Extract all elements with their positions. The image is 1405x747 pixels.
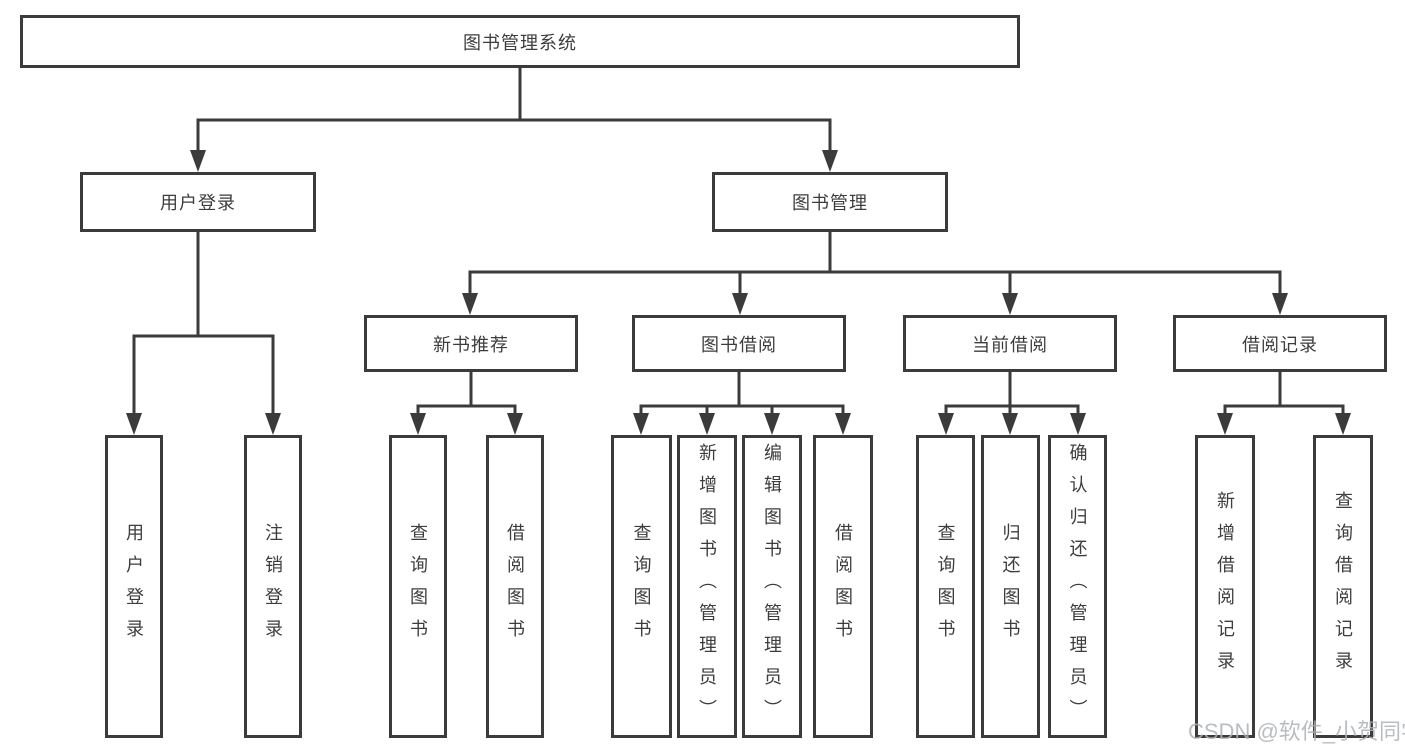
arrowhead-icon — [462, 293, 478, 315]
arrowhead-icon — [764, 413, 780, 435]
leaf-records-query-record: 查询借阅记录 — [1313, 435, 1373, 738]
leaf-user-login: 用户登录 — [105, 435, 163, 738]
node-new-books-label: 新书推荐 — [433, 334, 509, 355]
arrowhead-icon — [835, 413, 851, 435]
arrowhead-icon — [1070, 413, 1086, 435]
arrowhead-icon — [190, 150, 206, 172]
node-root: 图书管理系统 — [20, 15, 1020, 68]
node-borrow-label: 图书借阅 — [701, 334, 777, 355]
leaf-borrow-add-books-admin: 新增图书（管理员） — [677, 435, 737, 738]
arrowhead-icon — [410, 413, 426, 435]
node-current-label: 当前借阅 — [972, 334, 1048, 355]
leaf-current-confirm-return-admin: 确认归还（管理员） — [1048, 435, 1107, 738]
arrowhead-icon — [1217, 413, 1233, 435]
leaf-newbooks-query-books: 查询图书 — [389, 435, 447, 738]
node-user-login-label: 用户登录 — [160, 193, 236, 213]
leaf-borrow-borrow-books: 借阅图书 — [813, 435, 873, 738]
node-book-mgmt-label: 图书管理 — [792, 193, 868, 213]
leaf-newbooks-query-books-label: 查询图书 — [408, 522, 428, 651]
leaf-records-add-record: 新增借阅记录 — [1195, 435, 1255, 738]
leaf-logout: 注销登录 — [244, 435, 302, 738]
arrowhead-icon — [1272, 293, 1288, 315]
connector — [1223, 404, 1345, 413]
arrowhead-icon — [1002, 413, 1018, 435]
leaf-current-return-books: 归还图书 — [981, 435, 1040, 738]
connector — [132, 334, 275, 413]
connector — [196, 118, 832, 150]
node-records: 借阅记录 — [1173, 315, 1387, 372]
leaf-newbooks-borrow-books: 借阅图书 — [486, 435, 544, 738]
arrowhead-icon — [633, 413, 649, 435]
leaf-current-return-books-label: 归还图书 — [1000, 522, 1021, 651]
leaf-borrow-query-books: 查询图书 — [611, 435, 672, 738]
arrowhead-icon — [507, 413, 523, 435]
leaf-current-query-books: 查询图书 — [916, 435, 975, 738]
node-book-mgmt: 图书管理 — [712, 172, 948, 232]
node-records-label: 借阅记录 — [1242, 334, 1318, 355]
leaf-logout-label: 注销登录 — [263, 522, 283, 651]
arrowhead-icon — [699, 413, 715, 435]
arrowhead-icon — [265, 413, 281, 435]
node-current: 当前借阅 — [903, 315, 1117, 372]
leaf-current-query-books-label: 查询图书 — [935, 522, 956, 651]
arrowhead-icon — [1002, 293, 1018, 315]
leaf-user-login-label: 用户登录 — [124, 522, 144, 651]
node-new-books: 新书推荐 — [364, 315, 578, 372]
connector — [468, 270, 1282, 293]
node-user-login: 用户登录 — [80, 172, 316, 232]
arrowhead-icon — [1335, 413, 1351, 435]
connector — [944, 404, 1080, 413]
connector — [416, 404, 517, 413]
arrowhead-icon — [732, 293, 748, 315]
arrowhead-icon — [938, 413, 954, 435]
node-root-label: 图书管理系统 — [463, 32, 577, 53]
leaf-records-query-record-label: 查询借阅记录 — [1333, 490, 1353, 683]
arrowhead-icon — [822, 150, 838, 172]
leaf-borrow-add-books-admin-label: 新增图书（管理员） — [697, 442, 717, 731]
leaf-borrow-edit-books-admin: 编辑图书（管理员） — [742, 435, 802, 738]
leaf-borrow-edit-books-admin-label: 编辑图书（管理员） — [762, 442, 782, 731]
leaf-records-add-record-label: 新增借阅记录 — [1215, 490, 1235, 683]
leaf-borrow-borrow-books-label: 借阅图书 — [833, 522, 853, 651]
leaf-newbooks-borrow-books-label: 借阅图书 — [505, 522, 525, 651]
leaf-borrow-query-books-label: 查询图书 — [631, 522, 652, 651]
watermark: CSDN @软件_小贺同学 — [1188, 719, 1405, 744]
leaf-current-confirm-return-admin-label: 确认归还（管理员） — [1067, 442, 1088, 731]
node-borrow: 图书借阅 — [632, 315, 846, 372]
arrowhead-icon — [126, 413, 142, 435]
connector — [639, 404, 845, 413]
